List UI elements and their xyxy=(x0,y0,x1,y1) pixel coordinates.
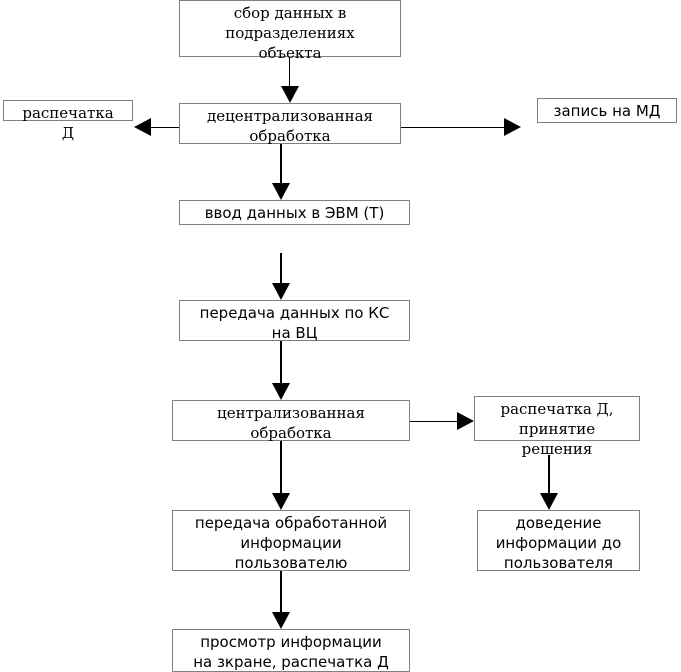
edge-transfer-user-to-view-print-line xyxy=(280,571,282,612)
node-view-print-label: просмотр информации на зкране, распечатк… xyxy=(193,633,389,671)
edge-centralized-to-print-decision-line xyxy=(410,421,458,422)
edge-input-evm-to-transfer-ks-arrowhead xyxy=(272,283,290,300)
node-print-decision-label: распечатка Д, принятие решения xyxy=(500,400,614,458)
node-transfer-user[interactable]: передача обработанной информации пользов… xyxy=(172,510,410,572)
node-write-md[interactable]: запись на МД xyxy=(537,98,677,123)
node-collect-label: сбор данных в подразделениях объекта xyxy=(225,4,355,62)
node-inform-user-label: доведение информации до пользователя xyxy=(495,514,622,572)
edge-centralized-to-print-decision-arrowhead xyxy=(457,412,474,430)
node-input-evm[interactable]: ввод данных в ЭВМ (Т) xyxy=(179,200,410,225)
edge-decentralized-to-input-evm-line xyxy=(280,144,282,183)
edge-collect-to-decentralized-arrowhead xyxy=(281,86,299,103)
edge-decentralized-to-input-evm-arrowhead xyxy=(272,183,290,200)
node-print-d[interactable]: распечатка Д xyxy=(3,100,133,142)
edge-decentralized-to-write-md-arrowhead xyxy=(504,118,521,136)
node-collect[interactable]: сбор данных в подразделениях объекта xyxy=(179,0,401,62)
edge-transfer-user-to-view-print-arrowhead xyxy=(272,612,290,629)
node-write-md-label: запись на МД xyxy=(553,102,661,120)
node-decentralized[interactable]: децентрализованная обработка xyxy=(179,103,401,145)
node-decentralized-label: децентрализованная обработка xyxy=(206,107,373,145)
node-view-print[interactable]: просмотр информации на зкране, распечатк… xyxy=(172,629,410,672)
node-transfer-user-label: передача обработанной информации пользов… xyxy=(194,514,388,572)
node-centralized-label: централизованная обработка xyxy=(217,404,365,442)
node-print-d-label: распечатка Д xyxy=(22,104,114,142)
edge-decentralized-to-print-d-arrowhead xyxy=(134,118,151,136)
edge-print-decision-to-inform-user-arrowhead xyxy=(540,493,558,510)
node-input-evm-label: ввод данных в ЭВМ (Т) xyxy=(204,204,385,222)
node-transfer-ks[interactable]: передача данных по КС на ВЦ xyxy=(179,300,410,342)
edge-centralized-to-transfer-user-line xyxy=(280,441,282,493)
edge-transfer-ks-to-centralized-line xyxy=(280,341,282,383)
edge-transfer-ks-to-centralized-arrowhead xyxy=(272,383,290,400)
edge-collect-to-decentralized-line xyxy=(289,57,290,86)
node-centralized[interactable]: централизованная обработка xyxy=(172,400,410,442)
edge-decentralized-to-print-d-line xyxy=(151,127,179,128)
edge-decentralized-to-write-md-line xyxy=(401,127,504,128)
node-print-decision[interactable]: распечатка Д, принятие решения xyxy=(474,396,640,458)
node-transfer-ks-label: передача данных по КС на ВЦ xyxy=(199,304,390,342)
node-inform-user[interactable]: доведение информации до пользователя xyxy=(477,510,640,572)
edge-input-evm-to-transfer-ks-line xyxy=(280,253,282,283)
edge-print-decision-to-inform-user-line xyxy=(548,455,550,493)
edge-centralized-to-transfer-user-arrowhead xyxy=(272,493,290,510)
